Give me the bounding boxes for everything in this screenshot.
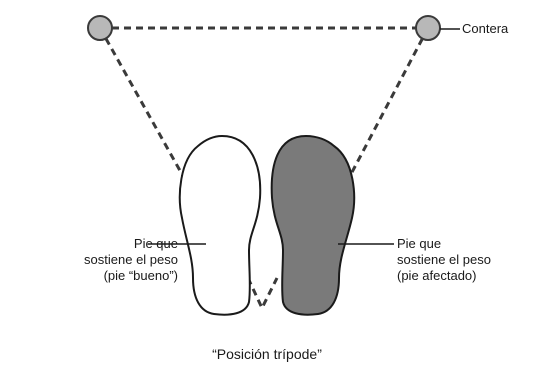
cane-tip-left bbox=[87, 15, 113, 41]
label-affected-foot-line3: (pie afectado) bbox=[397, 268, 477, 283]
label-affected-foot: Pie que sostiene el peso (pie afectado) bbox=[397, 236, 491, 284]
label-good-foot-line1: Pie que bbox=[133, 236, 178, 251]
cane-tip-right bbox=[415, 15, 441, 41]
right-foot-affected bbox=[270, 134, 356, 316]
label-good-foot-line3: (pie “bueno”) bbox=[103, 268, 178, 283]
diagram-caption: “Posición trípode” bbox=[212, 346, 322, 362]
dashed-line-between-feet bbox=[246, 277, 279, 312]
label-affected-foot-line1: Pie que bbox=[397, 236, 442, 251]
label-cane-tip: Contera bbox=[462, 21, 509, 36]
left-foot-good bbox=[178, 134, 262, 316]
dashed-line-right bbox=[348, 27, 430, 177]
dashed-line-left bbox=[98, 27, 185, 177]
label-affected-foot-line2: sostiene el peso bbox=[397, 252, 491, 267]
label-good-foot: Pie que sostiene el peso (pie “bueno”) bbox=[10, 236, 178, 284]
tripod-dashed-lines bbox=[98, 26, 430, 312]
label-good-foot-line2: sostiene el peso bbox=[84, 252, 178, 267]
